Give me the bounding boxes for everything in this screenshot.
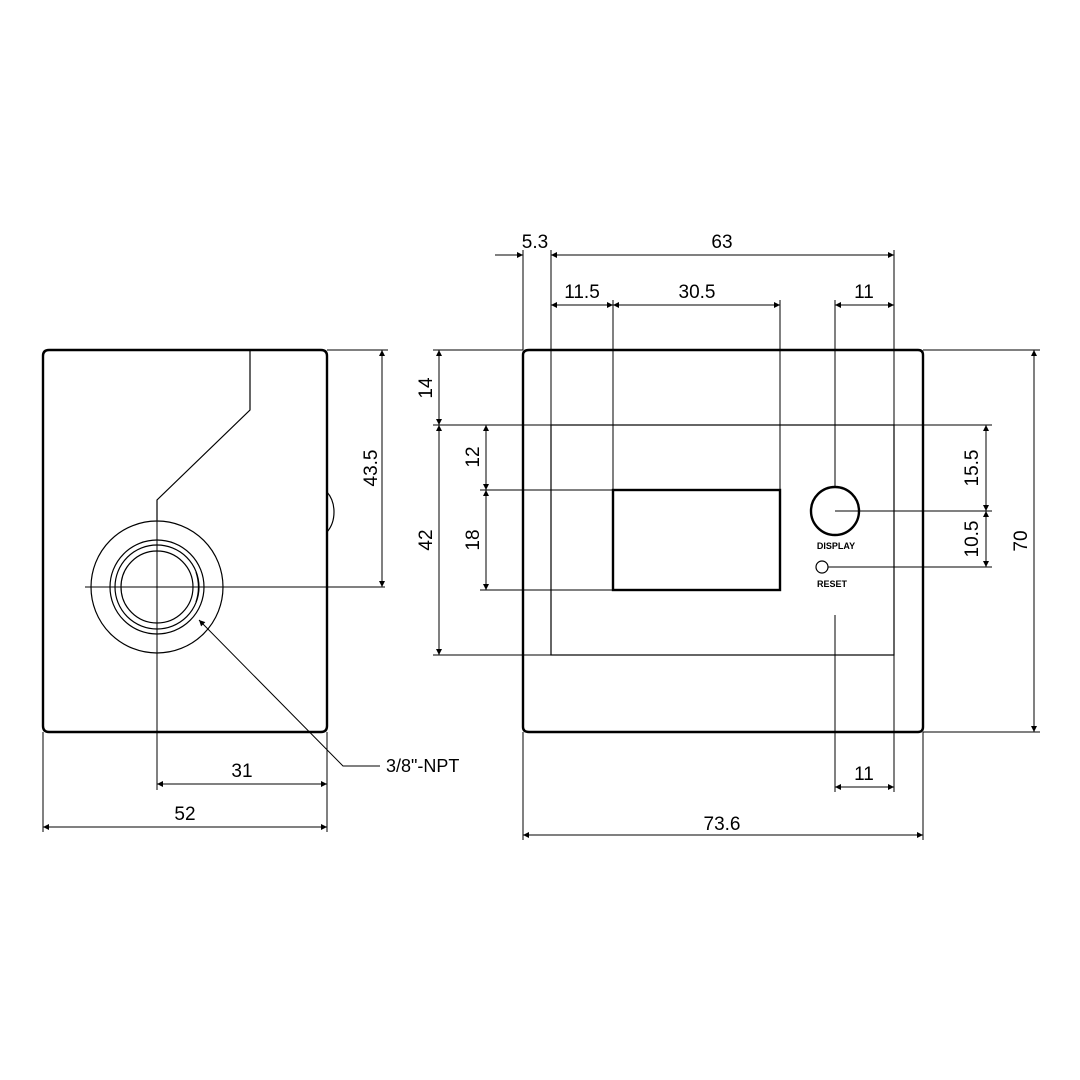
side-internal-line xyxy=(156,350,251,520)
dim-front-window-top: 12 xyxy=(463,446,484,467)
dim-front-right-margin-top: 11 xyxy=(854,282,874,303)
front-inner-panel xyxy=(550,424,895,656)
side-body-outline xyxy=(41,348,329,734)
dim-front-right-margin-bottom: 11 xyxy=(854,764,874,785)
side-view: 43.5 31 52 3/8"-NPT xyxy=(41,348,459,832)
dim-side-port-offset: 31 xyxy=(231,761,252,782)
dim-side-width: 52 xyxy=(174,804,195,825)
dim-side-height: 43.5 xyxy=(361,450,382,487)
dim-front-window-height: 18 xyxy=(463,529,484,550)
dim-front-window-width: 30.5 xyxy=(679,282,716,303)
dim-front-overall-width: 73.6 xyxy=(704,814,741,835)
display-button-label: DISPLAY xyxy=(817,541,855,551)
dim-front-inner-width: 63 xyxy=(711,232,732,253)
dim-front-button-top: 15.5 xyxy=(962,450,983,487)
display-window xyxy=(611,488,782,592)
reset-button-label: RESET xyxy=(817,579,848,589)
dim-front-left-offset: 5.3 xyxy=(522,232,548,253)
front-view: DISPLAY RESET 5.3 63 11.5 30.5 11 xyxy=(416,232,1040,840)
reset-button xyxy=(815,560,829,574)
thread-callout: 3/8"-NPT xyxy=(386,756,459,776)
dim-front-inner-height: 42 xyxy=(416,529,437,550)
dim-front-overall-height: 70 xyxy=(1011,530,1032,551)
front-body-outline xyxy=(521,348,925,734)
side-nub xyxy=(326,491,335,533)
dim-front-button-spacing: 10.5 xyxy=(962,521,983,558)
thread-leader xyxy=(198,619,380,767)
dim-front-top-margin: 14 xyxy=(416,377,437,399)
dim-front-window-offset: 11.5 xyxy=(564,282,600,303)
